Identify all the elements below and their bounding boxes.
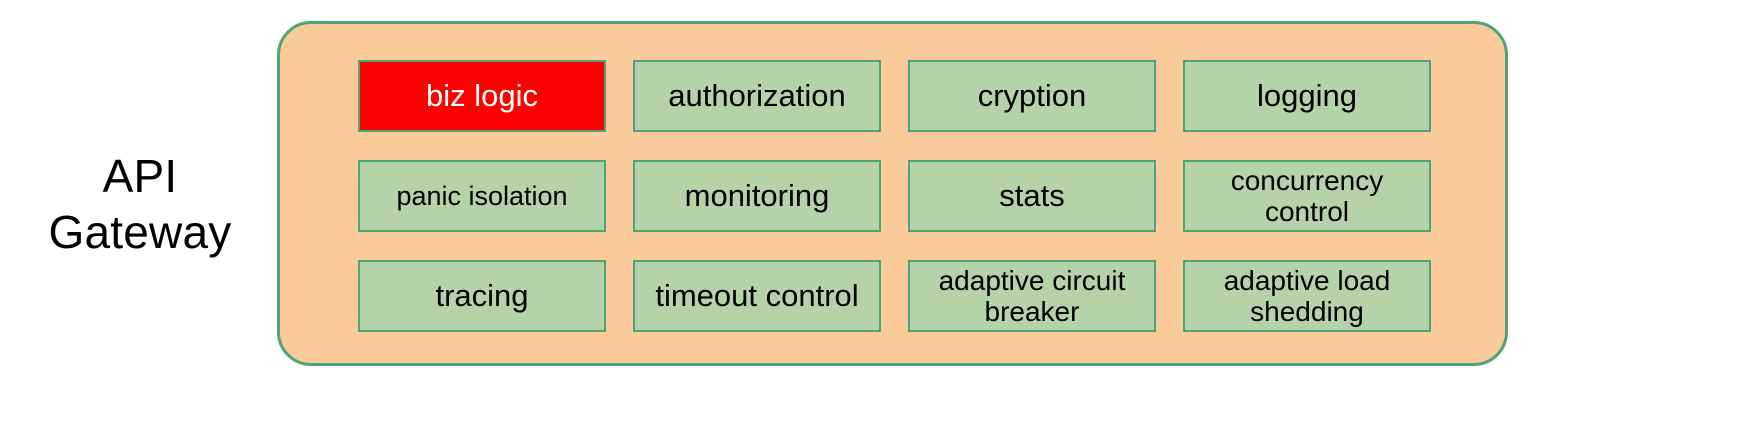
module-box-authorization[interactable]: authorization (633, 60, 881, 132)
module-box-panic-isolation[interactable]: panic isolation (358, 160, 606, 232)
module-grid: biz logic authorization cryption logging pan… (358, 60, 1433, 332)
api-gateway-container: biz logic authorization cryption logging pan… (277, 21, 1508, 366)
module-box-biz-logic[interactable]: biz logic (358, 60, 606, 132)
module-box-timeout-control[interactable]: timeout control (633, 260, 881, 332)
api-gateway-label: API Gateway (48, 150, 232, 259)
module-box-cryption[interactable]: cryption (908, 60, 1156, 132)
module-box-stats[interactable]: stats (908, 160, 1156, 232)
module-box-concurrency-control[interactable]: concurrency control (1183, 160, 1431, 232)
module-box-adaptive-circuit-breaker[interactable]: adaptive circuit breaker (908, 260, 1156, 332)
module-box-logging[interactable]: logging (1183, 60, 1431, 132)
module-box-tracing[interactable]: tracing (358, 260, 606, 332)
module-box-monitoring[interactable]: monitoring (633, 160, 881, 232)
module-box-adaptive-load-shedding[interactable]: adaptive load shedding (1183, 260, 1431, 332)
